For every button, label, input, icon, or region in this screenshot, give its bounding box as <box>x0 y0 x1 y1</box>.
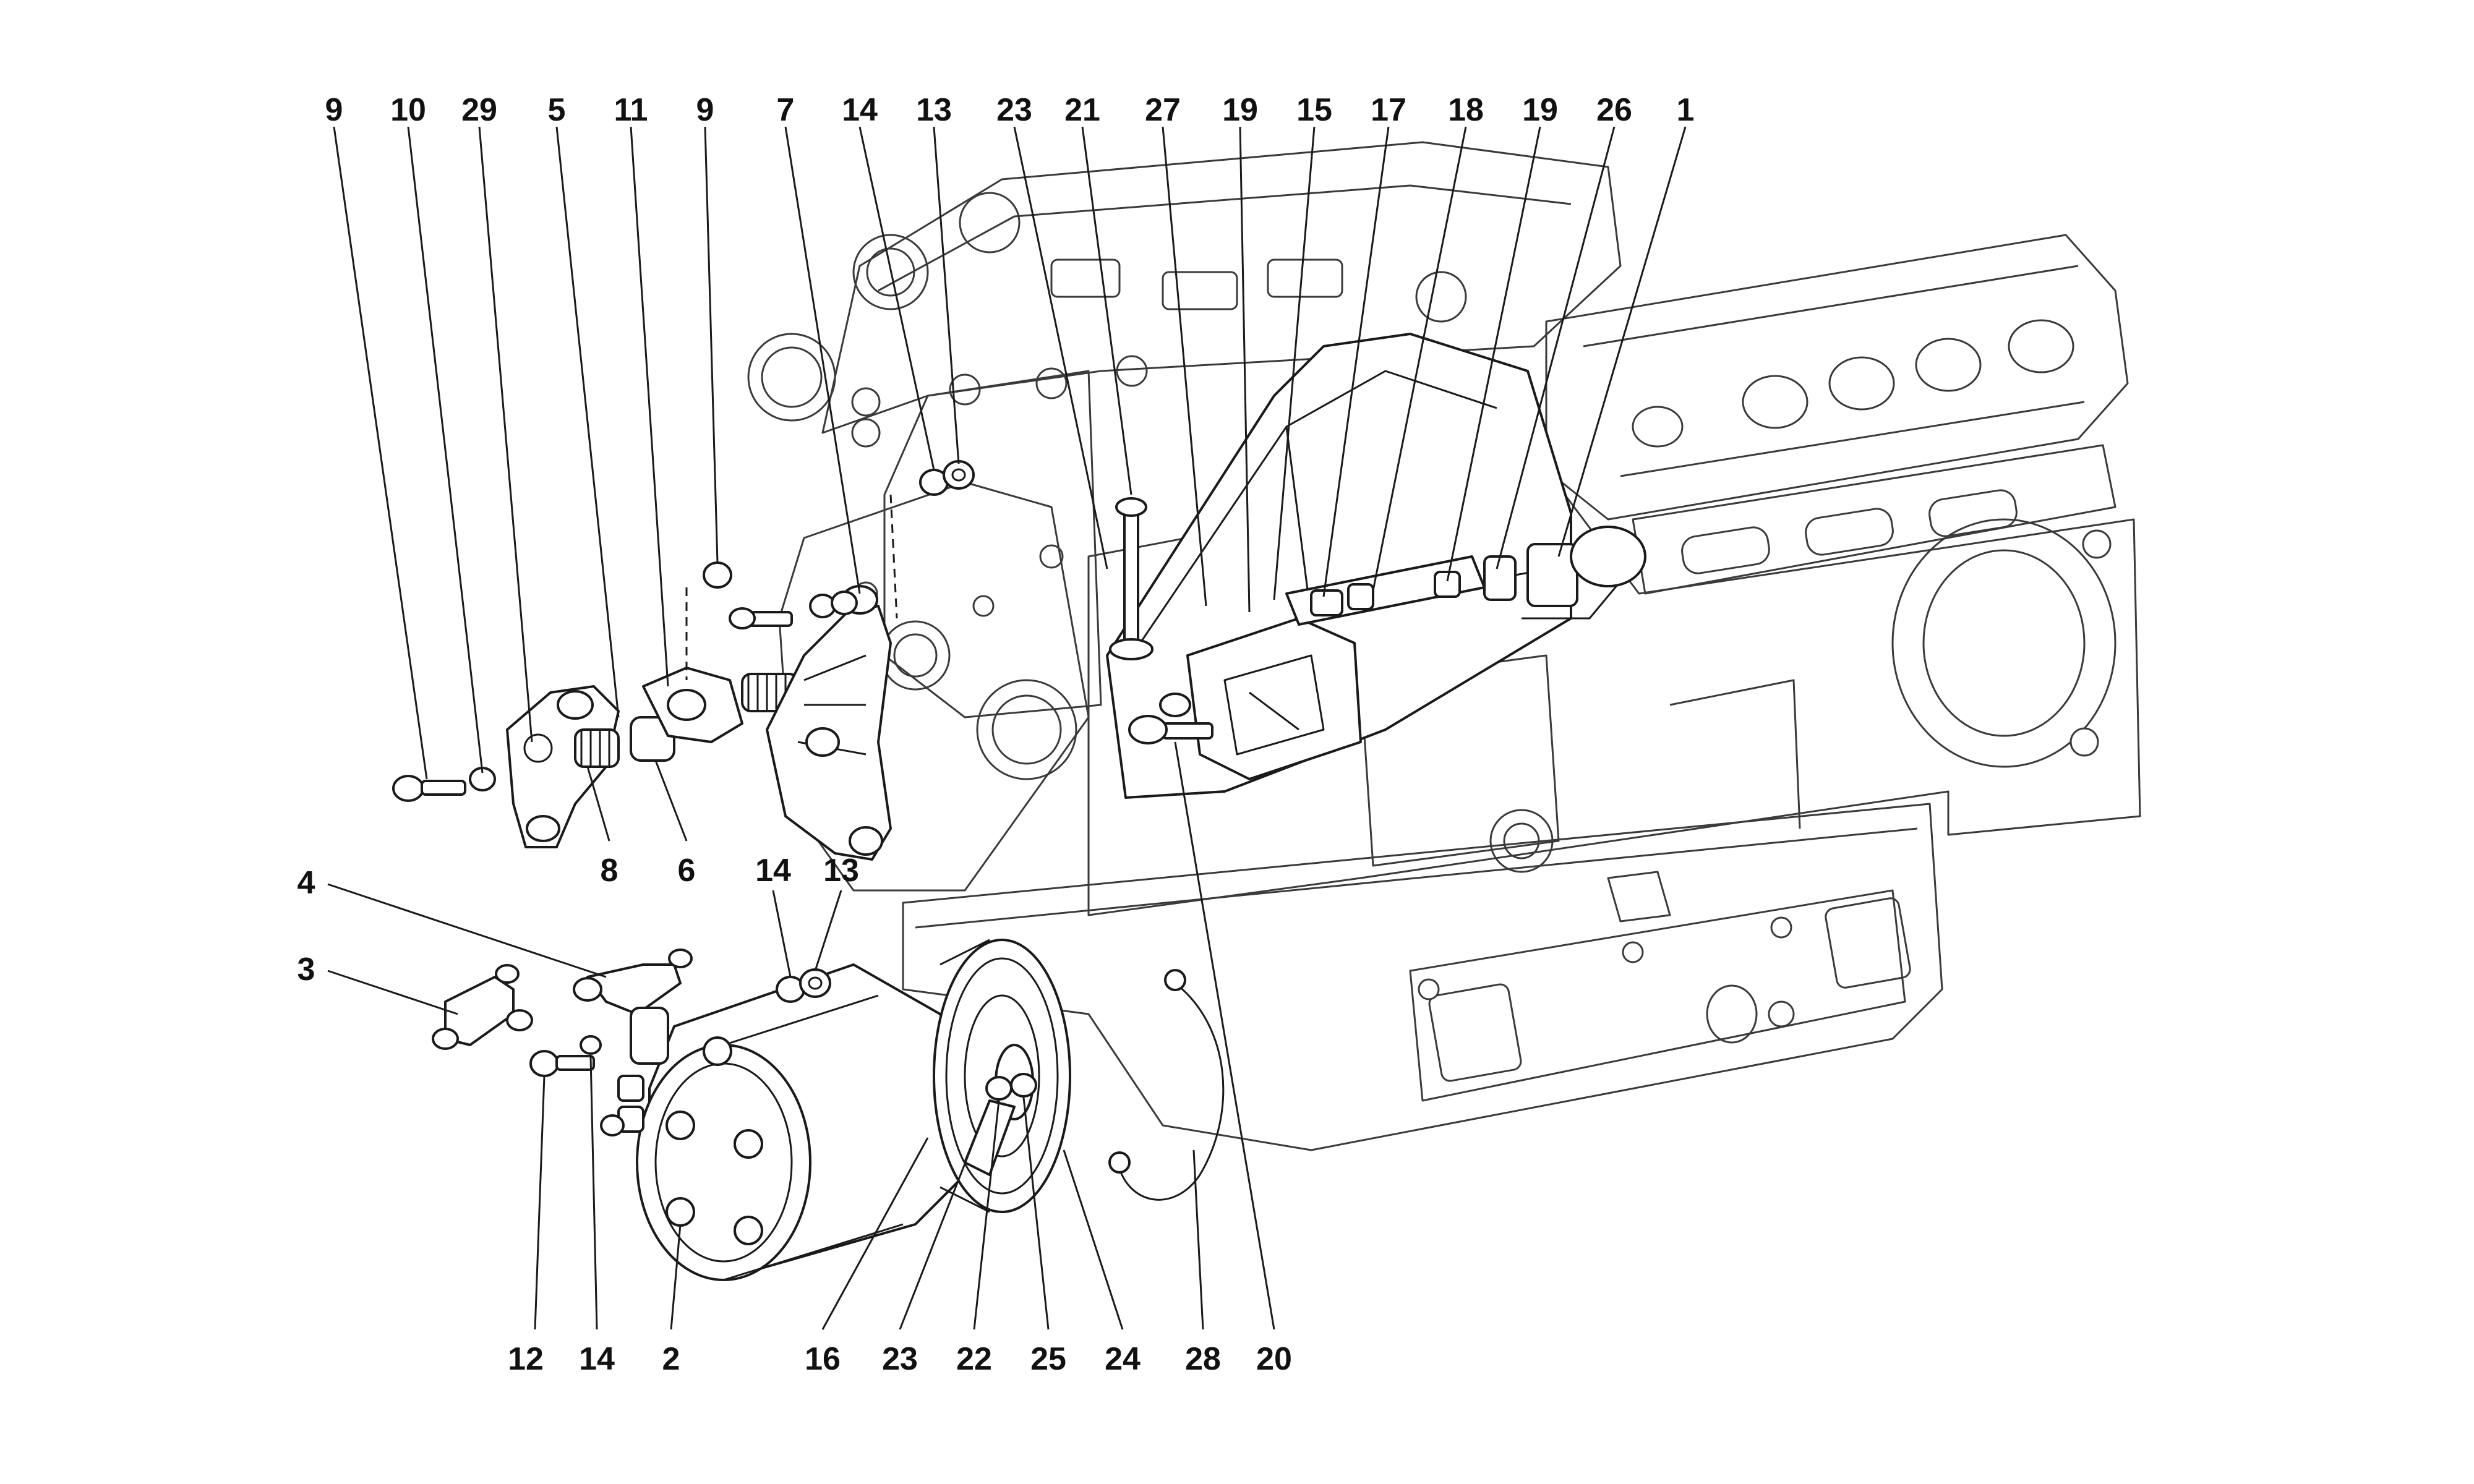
callout-9-top-right: 9 <box>696 92 714 128</box>
ac-compressor-assembly <box>432 939 1225 1281</box>
leader-lines <box>327 126 1687 1330</box>
callout-11: 11 <box>614 92 648 128</box>
callout-19-left: 19 <box>1222 92 1258 128</box>
callout-4: 4 <box>297 865 315 901</box>
callout-21: 21 <box>1064 92 1100 128</box>
callout-25: 25 <box>1030 1341 1066 1377</box>
callout-19-right: 19 <box>1522 92 1558 128</box>
front-bracket-assembly <box>392 494 898 861</box>
callout-23-bottom: 23 <box>882 1341 918 1377</box>
callout-8: 8 <box>601 853 618 889</box>
callout-2: 2 <box>662 1341 680 1377</box>
callout-27: 27 <box>1145 92 1181 128</box>
callout-14-middle: 14 <box>755 853 791 889</box>
callout-7: 7 <box>777 92 795 128</box>
callout-28: 28 <box>1185 1341 1221 1377</box>
callout-14-top: 14 <box>842 92 878 128</box>
callout-17: 17 <box>1371 92 1406 128</box>
callout-20: 20 <box>1256 1341 1292 1377</box>
callout-29: 29 <box>461 92 497 128</box>
callout-labels: 9 10 29 5 11 9 7 14 13 23 21 27 19 15 17… <box>297 92 1695 1377</box>
callout-18: 18 <box>1448 92 1484 128</box>
callout-14-bottom: 14 <box>579 1341 615 1377</box>
callout-24: 24 <box>1105 1341 1141 1377</box>
compressor-support-bracket <box>919 333 1646 799</box>
callout-13-top: 13 <box>916 92 952 128</box>
callout-6: 6 <box>678 853 696 889</box>
callout-15: 15 <box>1296 92 1332 128</box>
callout-3: 3 <box>297 952 315 987</box>
callout-16: 16 <box>805 1341 841 1377</box>
callout-1: 1 <box>1677 92 1695 128</box>
callout-9-top-left: 9 <box>325 92 343 128</box>
callout-26: 26 <box>1596 92 1632 128</box>
callout-13-middle: 13 <box>823 853 859 889</box>
callout-12: 12 <box>508 1341 544 1377</box>
callout-22: 22 <box>956 1341 992 1377</box>
callout-5: 5 <box>548 92 566 128</box>
callout-10: 10 <box>390 92 426 128</box>
callout-23-top: 23 <box>996 92 1032 128</box>
